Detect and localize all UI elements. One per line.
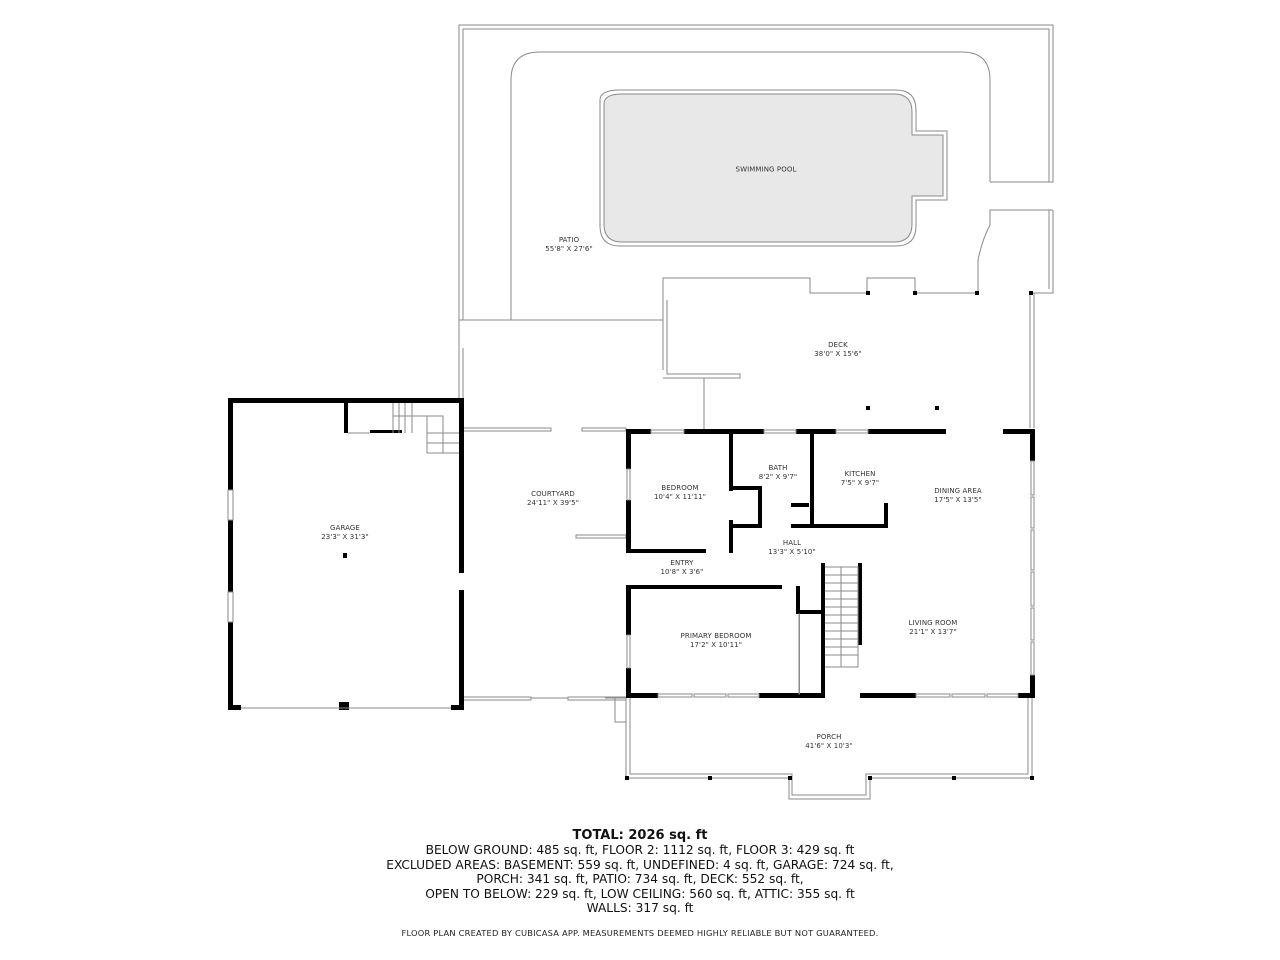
summary-line: WALLS: 317 sq. ft	[586, 901, 694, 915]
room-dimensions: 38'0" X 15'6"	[814, 350, 862, 358]
room-name: LIVING ROOM	[908, 619, 958, 627]
garage-details	[227, 403, 459, 709]
room-dimensions: 55'8" X 27'6"	[545, 245, 593, 253]
total-area: TOTAL: 2026 sq. ft	[572, 828, 708, 843]
room-label-entry: ENTRY 10'8" X 3'6"	[660, 559, 703, 577]
room-dimensions: 41'6" X 10'3"	[805, 742, 853, 750]
area-summary: TOTAL: 2026 sq. ft BELOW GROUND: 485 sq.…	[0, 828, 1280, 938]
patio-outline	[458, 24, 1054, 321]
room-name: COURTYARD	[531, 490, 575, 498]
room-name: DINING AREA	[934, 487, 982, 495]
room-dimensions: 21'1" X 13'7"	[909, 628, 957, 636]
room-dimensions: 10'4" X 11'11"	[653, 493, 707, 501]
courtyard-outline	[458, 320, 627, 701]
room-name: GARAGE	[330, 524, 360, 532]
summary-line: PORCH: 341 sq. ft, PATIO: 734 sq. ft, DE…	[476, 872, 804, 886]
summary-line: BELOW GROUND: 485 sq. ft, FLOOR 2: 1112 …	[425, 843, 855, 857]
room-label-courtyard: COURTYARD 24'11" X 39'5"	[527, 490, 579, 508]
garage-walls	[228, 398, 464, 710]
room-label-swimming-pool: SWIMMING POOL	[736, 166, 797, 175]
house-walls	[626, 429, 1035, 698]
room-name: SWIMMING POOL	[735, 165, 797, 174]
room-dimensions: 23'3" X 31'3"	[321, 533, 369, 541]
room-dimensions: 24'11" X 39'5"	[526, 499, 580, 507]
room-label-kitchen: KITCHEN 7'5" X 9'7"	[841, 470, 879, 488]
room-name: DECK	[828, 341, 848, 349]
windows	[626, 429, 1035, 698]
room-dimensions: 10'8" X 3'6"	[660, 568, 704, 576]
room-label-porch: PORCH 41'6" X 10'3"	[805, 733, 853, 751]
room-dimensions: 8'2" X 9'7"	[758, 473, 798, 481]
porch-outline	[605, 697, 1033, 800]
room-label-dining-area: DINING AREA 17'5" X 13'5"	[934, 487, 982, 505]
room-label-deck: DECK 38'0" X 15'6"	[814, 341, 862, 359]
room-name: PATIO	[558, 236, 580, 244]
room-dimensions: 17'2" X 10'11"	[689, 641, 743, 649]
room-label-hall: HALL 13'3" X 5'10"	[768, 539, 816, 557]
interior-stairs	[825, 566, 859, 668]
credit-disclaimer: FLOOR PLAN CREATED BY CUBICASA APP. MEAS…	[401, 927, 879, 938]
room-dimensions: 13'3" X 5'10"	[768, 548, 816, 556]
room-label-patio: PATIO 55'8" X 27'6"	[545, 236, 593, 254]
room-name: BATH	[768, 464, 788, 472]
room-label-garage: GARAGE 23'3" X 31'3"	[321, 524, 369, 542]
swimming-pool-shape	[599, 89, 948, 247]
summary-line: OPEN TO BELOW: 229 sq. ft, LOW CEILING: …	[425, 886, 855, 901]
room-name: KITCHEN	[844, 470, 876, 478]
room-name: BEDROOM	[661, 484, 699, 492]
room-name: PORCH	[816, 733, 842, 741]
room-label-primary-bedroom: PRIMARY BEDROOM 17'2" X 10'11"	[681, 632, 752, 650]
room-dimensions: 7'5" X 9'7"	[840, 479, 880, 487]
room-name: HALL	[782, 539, 802, 547]
room-label-living-room: LIVING ROOM 21'1" X 13'7"	[909, 619, 958, 637]
summary-line: EXCLUDED AREAS: BASEMENT: 559 sq. ft, UN…	[386, 857, 894, 872]
room-label-bath: BATH 8'2" X 9'7"	[759, 464, 797, 482]
room-dimensions: 17'5" X 13'5"	[934, 496, 982, 504]
room-name: ENTRY	[670, 559, 694, 567]
room-label-bedroom: BEDROOM 10'4" X 11'11"	[654, 484, 706, 502]
room-name: PRIMARY BEDROOM	[680, 632, 752, 640]
floor-plan-drawing	[227, 24, 1054, 800]
